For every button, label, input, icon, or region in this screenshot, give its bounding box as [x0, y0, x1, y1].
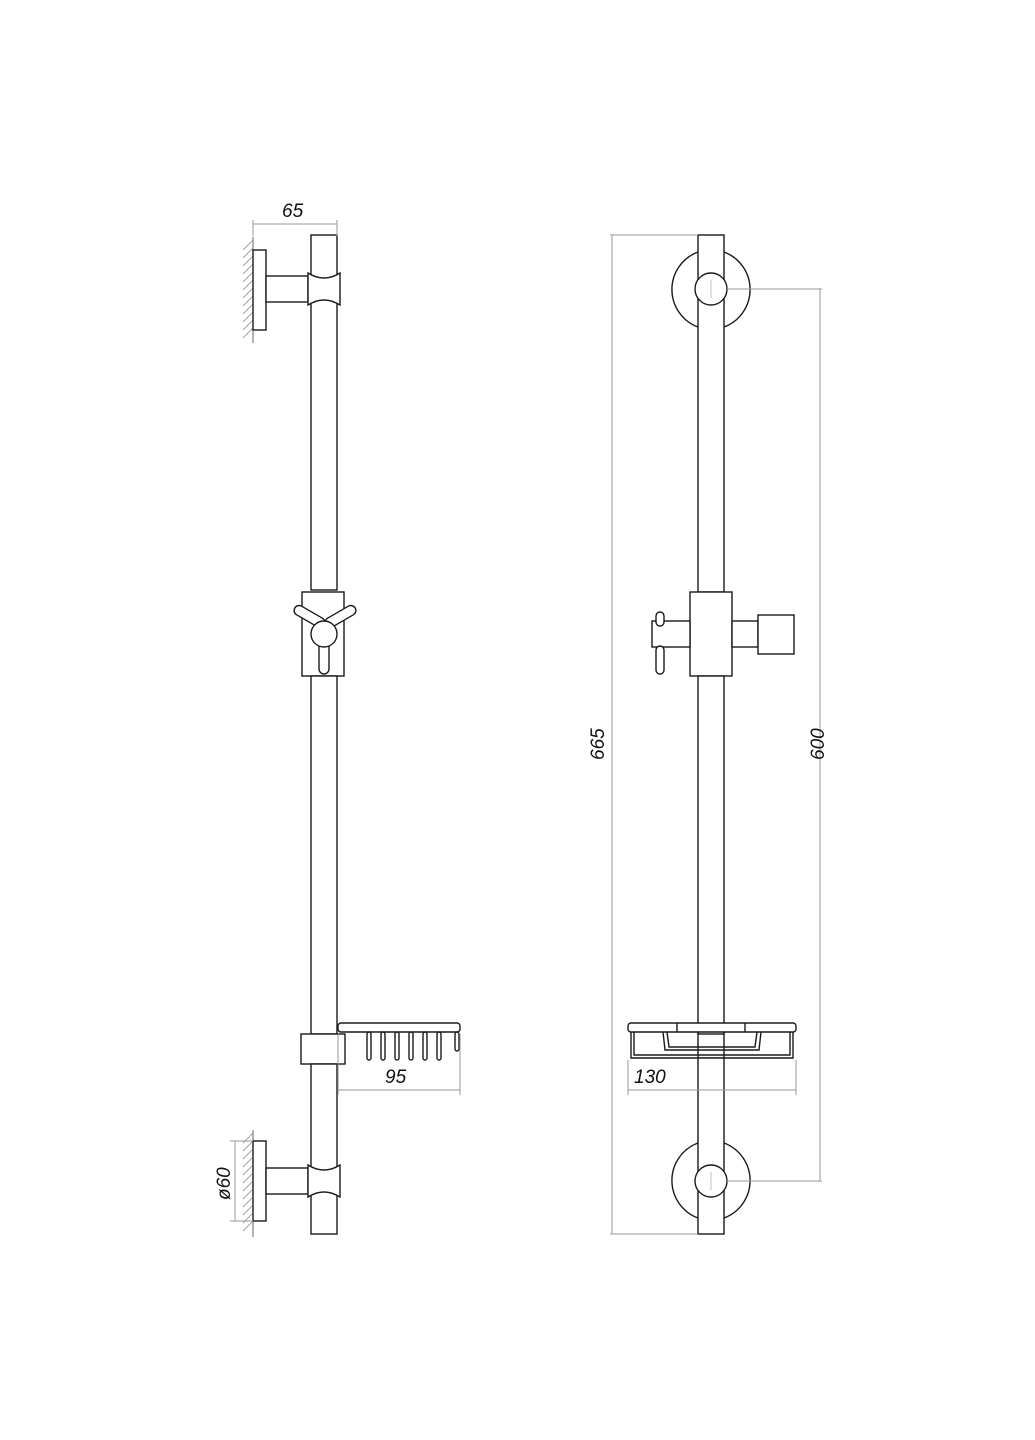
top-wall-hatch: [242, 237, 254, 343]
front-rail-middle: [697, 675, 725, 1035]
bottom-wall-flange: [252, 1140, 267, 1222]
dimension-label-600: 600: [808, 728, 829, 760]
soap-dish-plate: [337, 1022, 461, 1033]
dimension-665: 665: [588, 234, 698, 1235]
top-support-arm: [265, 275, 309, 303]
rail-lower: [310, 1063, 338, 1235]
rail-middle: [310, 675, 338, 1035]
dimension-600: 600: [727, 288, 829, 1182]
bottom-support-arm: [265, 1167, 309, 1195]
dimension-diameter-60: ø60: [214, 1140, 253, 1222]
front-soap-dish: [627, 1022, 797, 1059]
dimension-label-95: 95: [385, 1067, 407, 1088]
bottom-rail-clamp: [307, 1163, 341, 1199]
front-view: 665 600 130: [588, 234, 829, 1235]
dimension-label-diameter-60: ø60: [214, 1167, 235, 1200]
dimension-130: 130: [627, 1060, 797, 1095]
dimension-label-130: 130: [634, 1067, 666, 1088]
slider-knob: [293, 604, 357, 675]
dimension-95: 95: [337, 1034, 461, 1095]
dimension-label-665: 665: [588, 728, 609, 760]
front-slider-knob: [651, 611, 691, 675]
top-rail-clamp: [307, 271, 341, 307]
front-rail-lower: [697, 1057, 725, 1235]
handshower-holder: [731, 614, 795, 655]
side-view: 65 95 ø60: [214, 201, 461, 1237]
top-wall-flange: [252, 249, 267, 331]
dimension-label-65: 65: [282, 201, 304, 222]
front-slider-body: [689, 591, 733, 677]
dimension-65: 65: [252, 201, 338, 236]
soap-dish-tines: [366, 1031, 460, 1061]
